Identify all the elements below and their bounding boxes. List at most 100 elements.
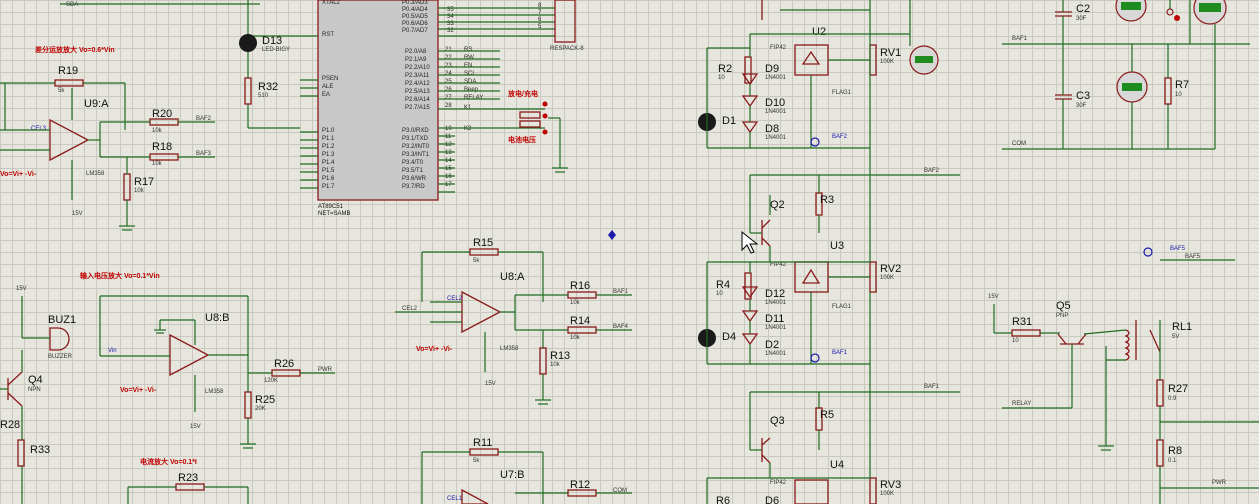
r18-resistor[interactable]: R18 10k BAF3 xyxy=(149,141,212,167)
d9-label: D9 xyxy=(765,63,779,75)
r33-resistor[interactable]: R33 xyxy=(17,439,50,467)
r20-val: 10k xyxy=(152,128,163,134)
rl1-label: RL1 xyxy=(1172,321,1192,333)
r25-resistor[interactable]: R25 20K xyxy=(244,391,275,419)
mcu-at89c51[interactable]: AT89C51 NET=SAMB XTAL2 RST PSEN ALE EA P… xyxy=(317,0,483,217)
respack-label: RESPACK-8 xyxy=(550,46,584,52)
u3-label: U3 xyxy=(830,240,844,252)
net-k2: K2 xyxy=(464,126,472,132)
mcu-pin-p22: P2.2/A10 xyxy=(405,65,430,71)
voltmeter-3[interactable] xyxy=(1193,0,1227,25)
channel-3[interactable]: Q3 R5 U4 FIP42 R6 D6 RV3 100K xyxy=(716,407,901,504)
r19-resistor[interactable]: R19 5k xyxy=(54,65,84,94)
r8-resistor[interactable]: R8 0.1 xyxy=(1156,439,1182,467)
probe-vin: Vin xyxy=(108,348,117,354)
r26-resistor[interactable]: R26 120K PWR xyxy=(264,358,333,384)
q5-label: Q5 xyxy=(1056,300,1071,312)
switch-label-bot: 电池电压 xyxy=(508,135,536,144)
q5-type: PNP xyxy=(1056,313,1068,319)
buz1-buzzer[interactable]: BUZ1 BUZZER xyxy=(48,314,76,360)
marker-diamond xyxy=(608,230,616,240)
probe-icon-3 xyxy=(1143,247,1153,257)
q5-transistor[interactable]: Q5 PNP xyxy=(1056,300,1087,345)
u8b-wires xyxy=(99,295,335,449)
d13-led[interactable]: D13 LED-BIGY xyxy=(239,34,290,53)
r13-resistor[interactable]: R13 10k xyxy=(539,347,570,375)
mcu-pin-p11: P1.1 xyxy=(322,136,335,142)
relay-15v: 15V xyxy=(988,294,999,300)
test-point-red xyxy=(1174,15,1180,21)
r32-label: R32 xyxy=(258,81,278,93)
mcu-pin-p33: P3.3/INT1 xyxy=(402,152,430,158)
c2-val: 30F xyxy=(1076,16,1087,22)
u8a-opamp[interactable]: U8:A LM358 15V xyxy=(461,271,525,387)
u7b-opamp[interactable]: U7:B xyxy=(461,469,524,504)
r14-resistor[interactable]: R14 10k BAF4 xyxy=(567,315,629,341)
net-baf1-right: BAF1 xyxy=(1012,36,1028,42)
r19-label: R19 xyxy=(58,65,78,77)
net-relay-right: RELAY xyxy=(1012,401,1031,407)
u8b-15v: 15V xyxy=(190,424,201,430)
channel-1[interactable]: U2 FIP42 FLAG1 R2 10 D9 1N4001 D10 1N400… xyxy=(698,0,939,141)
u9a-opamp[interactable]: U9:A LM358 15V xyxy=(49,98,109,217)
net-sda-top: SDA xyxy=(66,2,78,8)
channel-2[interactable]: Q2 R3 U3 FIP42 FLAG1 R4 10 D12 1N4001 D1… xyxy=(698,192,901,357)
r12-label: R12 xyxy=(570,479,590,491)
rl1-relay[interactable]: RL1 5V xyxy=(1124,320,1192,361)
r4-label: R4 xyxy=(716,279,730,291)
mcu-pin-p25: P2.5/A13 xyxy=(405,89,430,95)
d2-part: 1N4001 xyxy=(765,351,787,357)
mcu-pinno-13: 13 xyxy=(445,150,452,156)
net-beep: Beep xyxy=(464,87,479,93)
c3-capacitor[interactable]: C3 30F xyxy=(1055,90,1090,109)
mcu-pin-p30: P3.0/RXD xyxy=(402,128,429,134)
respack-pin-5: 5 xyxy=(538,24,542,30)
u7b-label: U7:B xyxy=(500,469,524,481)
u8b-part: LM358 xyxy=(205,389,224,395)
voltmeter-2[interactable] xyxy=(1116,71,1148,103)
u3-part: FIP42 xyxy=(770,262,787,268)
r26-label: R26 xyxy=(274,358,294,370)
r17-resistor[interactable]: R17 10k xyxy=(123,173,154,201)
r23-resistor[interactable]: R23 xyxy=(175,472,205,491)
q4-transistor[interactable]: Q4 NPN xyxy=(7,371,43,407)
d12-label: D12 xyxy=(765,288,785,300)
r31-label: R31 xyxy=(1012,316,1032,328)
r16-label: R16 xyxy=(570,280,590,292)
probe-icon-2 xyxy=(810,353,820,363)
mcu-pinno-28: 28 xyxy=(445,103,452,109)
r31-resistor[interactable]: R31 10 xyxy=(1011,316,1041,344)
r27-resistor[interactable]: R27 0.9 xyxy=(1156,379,1188,407)
r15-resistor[interactable]: R15 5k xyxy=(469,237,499,264)
c2-capacitor[interactable]: C2 30F xyxy=(1055,3,1090,22)
c3-val: 30F xyxy=(1076,103,1087,109)
net-pwr-left: PWR xyxy=(318,367,333,373)
respack-8[interactable]: RESPACK-8 8 7 6 5 xyxy=(538,0,584,52)
r20-resistor[interactable]: R20 10k BAF2 xyxy=(149,108,212,134)
rv3-label: RV3 xyxy=(880,479,901,491)
rl1-val: 5V xyxy=(1172,334,1179,340)
mcu-pin-p07: P0.7/AD7 xyxy=(402,28,428,34)
r7-resistor[interactable]: R7 10 xyxy=(1164,77,1189,105)
r20-label: R20 xyxy=(152,108,172,120)
net-com-right: COM xyxy=(1012,141,1026,147)
net-k1: K1 xyxy=(464,105,472,111)
mcu-pinno-26: 26 xyxy=(445,87,452,93)
mcu-name: AT89C51 xyxy=(318,204,344,210)
mcu-pin-p12: P1.2 xyxy=(322,144,335,150)
r11-resistor[interactable]: R11 5k xyxy=(469,437,499,464)
mcu-pinno-14: 14 xyxy=(445,158,452,164)
u8b-opamp[interactable]: U8:B LM358 15V xyxy=(169,312,229,430)
r4-val: 10 xyxy=(716,291,723,297)
r32-resistor[interactable]: R32 510 xyxy=(244,77,278,105)
mcu-pinno-21: 21 xyxy=(445,47,452,53)
voltmeter-1[interactable] xyxy=(1115,0,1147,22)
key-switches[interactable]: 放电/充电 电池电压 xyxy=(507,89,568,173)
mcu-pin-p16: P1.6 xyxy=(322,176,335,182)
d11-part: 1N4001 xyxy=(765,325,787,331)
respack-pin-8: 8 xyxy=(538,3,542,9)
probe-cel3: CEL3 xyxy=(31,126,47,132)
r16-resistor[interactable]: R16 10k BAF1 xyxy=(567,280,629,306)
u9a-label: U9:A xyxy=(84,98,109,110)
